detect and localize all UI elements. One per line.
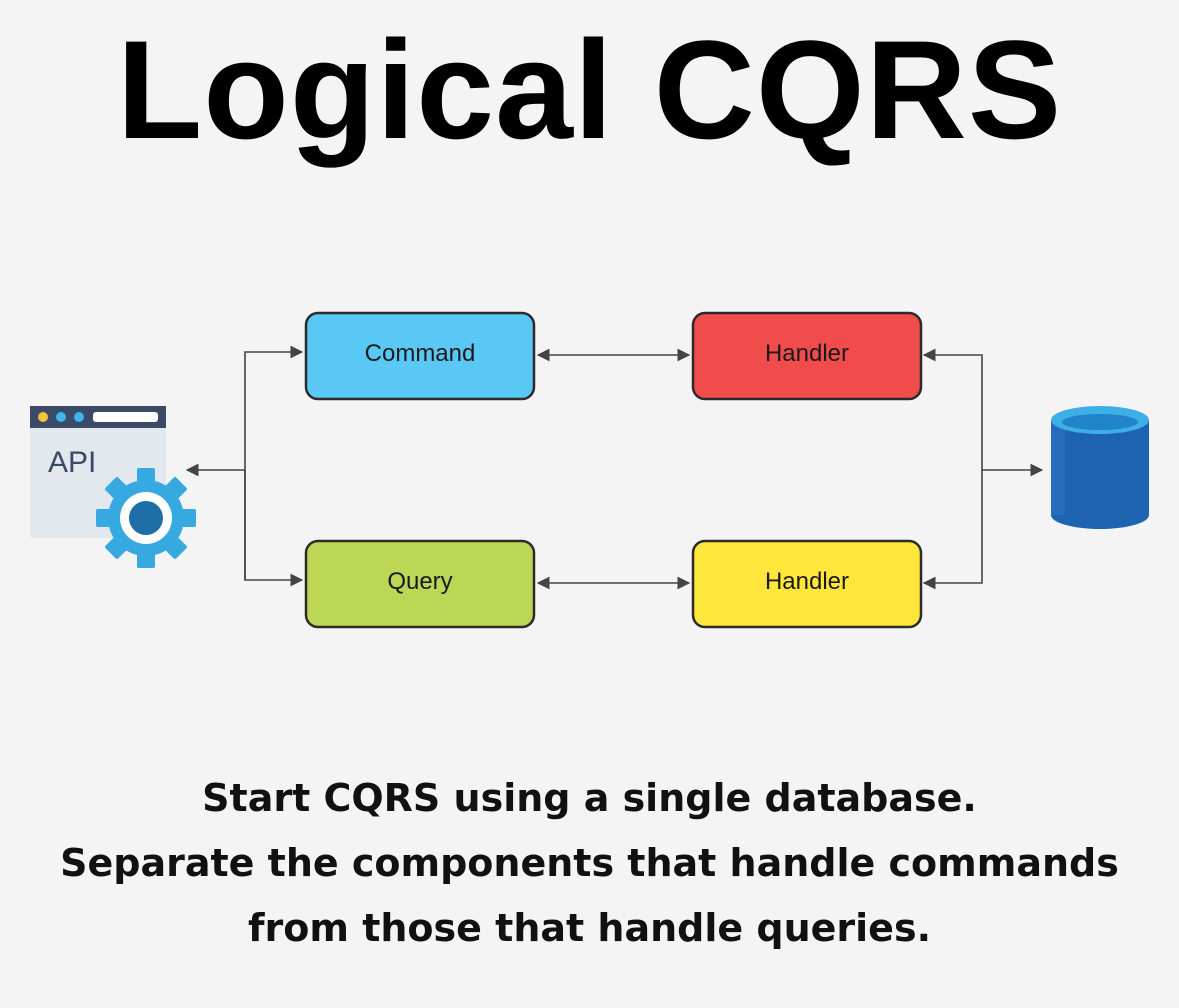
- query-node: Query: [304, 539, 536, 629]
- query-handler-label: Handler: [765, 568, 849, 595]
- to-command-arrow: [244, 345, 304, 580]
- gear-icon: [96, 468, 196, 568]
- command-label: Command: [365, 340, 476, 367]
- api-label: API: [48, 446, 96, 479]
- api-icon: API: [30, 406, 196, 568]
- to-query-arrow: [244, 470, 304, 587]
- database-icon: [1051, 406, 1149, 529]
- command-handler-box: [691, 311, 923, 401]
- query-handler-node: Handler: [691, 539, 923, 629]
- caption-line-3: from those that handle queries.: [248, 906, 931, 950]
- db-to-query-handler-arrow: [922, 470, 983, 590]
- page-title: Logical CQRS: [116, 11, 1063, 168]
- connectors: [185, 345, 1044, 590]
- command-handler-label: Handler: [765, 340, 849, 367]
- query-box: [304, 539, 536, 629]
- caption-line-1: Start CQRS using a single database.: [202, 776, 977, 820]
- command-box: [304, 311, 536, 401]
- query-label: Query: [387, 568, 452, 595]
- command-node: Command: [304, 311, 536, 401]
- query-handler-box: [691, 539, 923, 629]
- caption-line-2: Separate the components that handle comm…: [60, 841, 1119, 885]
- command-handler-node: Handler: [691, 311, 923, 401]
- db-to-command-handler-arrow: [922, 348, 983, 470]
